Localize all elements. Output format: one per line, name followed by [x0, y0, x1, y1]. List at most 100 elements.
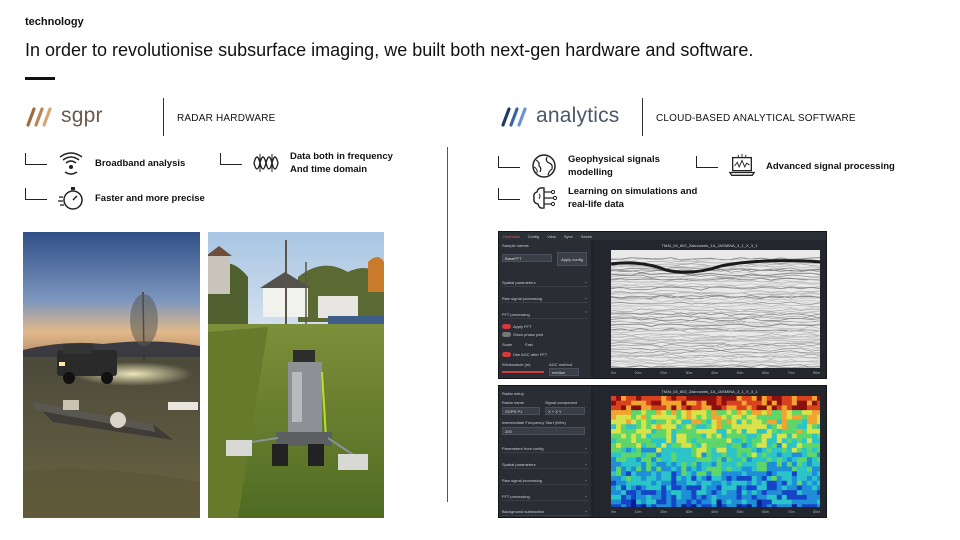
x-tick: 80m — [813, 510, 820, 514]
apply-fft-toggle[interactable] — [502, 324, 511, 329]
feature-line: Geophysical signals — [568, 154, 660, 165]
software-divider — [642, 98, 643, 136]
section-fft[interactable]: FFT processing⌃ — [502, 310, 588, 319]
section-spatial[interactable]: Spatial parameters ⌄ — [502, 278, 588, 287]
globe-icon — [530, 152, 558, 180]
section-spatial[interactable]: Spatial parameters ⌄ — [502, 460, 588, 469]
section-fft[interactable]: FFT processing⌄ — [502, 492, 588, 501]
preset-select[interactable]: BaseFFT — [502, 254, 552, 262]
spectrogram-plot: TMAI_04_802_Zakrzowek_1A_JASMINA_3_1_X_3… — [593, 386, 826, 517]
section-label: Spatial parameters — [502, 461, 536, 467]
scale-label: Scale — [502, 342, 513, 347]
chevron-down-icon: ⌄ — [583, 295, 588, 301]
x-tick: 10m — [634, 510, 642, 514]
feature-learning: Learning on simulations and real-life da… — [498, 184, 697, 212]
feature-line: modelling — [568, 167, 613, 178]
toggle-label: Use AGC after FFT — [513, 352, 548, 357]
antenna-label: Signal component — [545, 400, 578, 405]
menu-item[interactable]: Overview — [503, 233, 520, 239]
brain-circuit-icon — [530, 184, 558, 212]
elbow-connector — [696, 156, 718, 168]
toggle-label: Show phase part — [513, 332, 544, 337]
x-tick: 60m — [762, 510, 769, 514]
chevron-down-icon: ⌄ — [583, 477, 588, 483]
software-screenshot-bottom: Radar setup Radar name Signal component … — [498, 385, 827, 518]
plot-title: TMAI_04_802_Zakrzowek_1A_JASMINA_3_1_X_3… — [661, 243, 758, 248]
agc-method-select[interactable]: median — [549, 368, 579, 376]
feature-text: Broadband analysis — [95, 157, 185, 170]
spectrogram-image — [611, 396, 820, 507]
radar-name-label: Radar name — [502, 400, 525, 405]
center-divider — [447, 147, 448, 502]
menu-item[interactable]: Saves — [580, 233, 592, 239]
hardware-caption: RADAR HARDWARE — [177, 113, 276, 124]
x-tick: 0m — [611, 371, 616, 375]
section-label: Raw signal processing — [502, 477, 543, 483]
window-size-slider[interactable] — [502, 371, 544, 373]
section-raw-signal[interactable]: Raw signal processing ⌄ — [502, 476, 588, 485]
agc-method-label: AGC method — [549, 362, 573, 367]
x-tick: 20m — [660, 510, 667, 514]
panel-header: Radar setup — [502, 391, 524, 396]
window-size-label: Windowsize (m) — [502, 362, 531, 367]
chevron-down-icon: ⌄ — [583, 461, 588, 467]
section-label: Background subtraction — [502, 508, 545, 514]
radar-name-select[interactable]: SGPR P1 — [502, 407, 540, 415]
headline-underline — [25, 77, 55, 80]
feature-line: real-life data — [568, 199, 624, 210]
section-label: FFT processing — [502, 493, 530, 499]
menu-item[interactable]: Sync — [563, 233, 573, 239]
feature-text: Faster and more precise — [95, 192, 205, 205]
laptop-signal-icon — [728, 152, 756, 180]
feature-signal-processing: Advanced signal processing — [696, 152, 895, 180]
feature-text: Data both in frequency And time domain — [290, 150, 393, 176]
scale-value[interactable]: Fast — [525, 342, 533, 347]
frequency-time-wave-icon — [252, 149, 280, 177]
section-params-config[interactable]: Parameters from config⌄ — [502, 444, 588, 453]
x-tick: 0m — [611, 510, 616, 514]
elbow-connector — [498, 156, 520, 168]
elbow-connector — [498, 188, 520, 200]
section-label: Raw signal processing — [502, 295, 543, 301]
x-tick: 40m — [711, 371, 718, 375]
menu-item[interactable]: Config — [527, 233, 540, 239]
menu-item[interactable]: View — [547, 233, 556, 239]
panel-header: Sample names — [502, 243, 529, 248]
section-background[interactable]: Background subtraction ⌄ — [502, 507, 588, 516]
antenna-select[interactable]: X + X Y — [545, 407, 585, 415]
hardware-divider — [163, 98, 164, 136]
chevron-down-icon: ⌄ — [583, 508, 588, 514]
feature-text: Learning on simulations and real-life da… — [568, 185, 697, 211]
x-tick: 10m — [634, 371, 642, 375]
stopwatch-icon — [57, 184, 85, 212]
feature-geophysical: Geophysical signals modelling — [498, 152, 660, 180]
apply-config-button[interactable]: Apply config — [557, 252, 587, 266]
elbow-connector — [220, 153, 242, 165]
phase-part-toggle[interactable] — [502, 332, 511, 337]
section-raw-signal[interactable]: Raw signal processing ⌄ — [502, 294, 588, 303]
section-label: Parameters from config — [502, 445, 544, 451]
analytics-logo: analytics — [500, 104, 620, 128]
software-screenshot-top: Overview Config View Sync Saves Sample n… — [498, 231, 827, 379]
agc-toggle[interactable] — [502, 352, 511, 357]
frequency-select[interactable]: 200 — [502, 427, 585, 435]
settings-panel: Sample names BaseFFT Apply config Spatia… — [499, 240, 591, 378]
menu-bar: Overview Config View Sync Saves — [499, 232, 826, 240]
radargram-plot: TMAI_04_802_Zakrzowek_1A_JASMINA_3_1_X_3… — [593, 240, 826, 378]
section-label: FFT processing — [502, 311, 530, 317]
radargram-image — [611, 250, 820, 368]
elbow-connector — [25, 188, 47, 200]
sgpr-logo-mark-icon — [26, 107, 52, 127]
sgpr-logo: sgpr — [25, 104, 103, 128]
feature-frequency-time: Data both in frequency And time domain — [220, 149, 393, 177]
plot-title: TMAI_04_802_Zakrzowek_1A_JASMINA_3_1_X_3… — [661, 389, 758, 394]
chevron-down-icon: ⌄ — [583, 279, 588, 285]
toggle-label: Apply FFT — [513, 324, 532, 329]
section-label: Spatial parameters — [502, 279, 536, 285]
headline: In order to revolutionise subsurface ima… — [25, 40, 754, 60]
x-tick: 70m — [787, 371, 795, 375]
x-axis-ticks: 0m 10m 20m 30m 40m 50m 60m 70m 80m — [611, 371, 820, 375]
feature-line: Broadband analysis — [95, 157, 186, 169]
feature-line: Advanced signal processing — [766, 160, 895, 172]
feature-line: Learning on simulations and — [568, 186, 698, 197]
